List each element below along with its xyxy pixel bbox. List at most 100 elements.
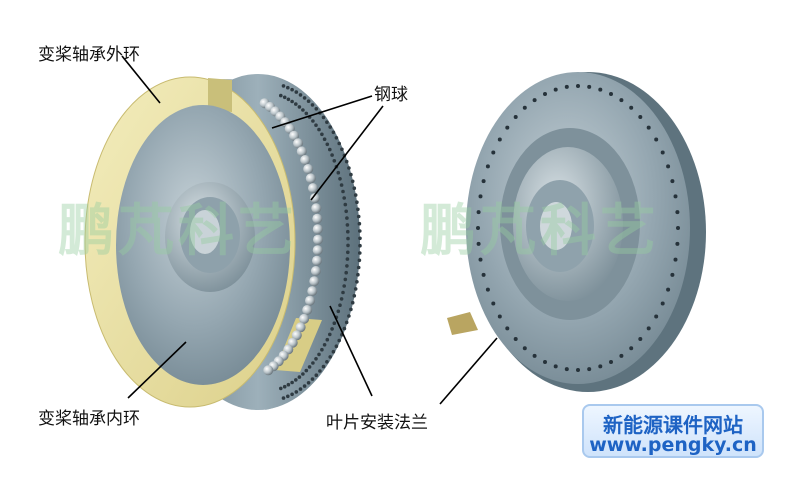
- bolt-hole: [330, 327, 334, 331]
- steel-ball: [312, 213, 323, 224]
- bolt-hole: [654, 137, 659, 142]
- bolt-hole: [343, 277, 348, 282]
- steel-balls: [259, 98, 323, 376]
- bolt-hole: [302, 96, 307, 100]
- bolt-hole: [294, 102, 298, 106]
- bolt-hole: [675, 241, 680, 246]
- bolt-hole: [353, 193, 358, 197]
- bolt-hole: [290, 392, 294, 397]
- bolt-hole: [522, 346, 527, 351]
- bolt-hole: [564, 84, 569, 89]
- bolt-hole: [476, 241, 481, 246]
- bolt-hole: [306, 381, 311, 385]
- bolt-hole: [349, 307, 353, 312]
- bolt-hole: [346, 236, 350, 241]
- left-bearing: [84, 74, 362, 411]
- bolt-hole: [344, 159, 349, 164]
- bolt-hole: [328, 332, 332, 337]
- steel-ball: [309, 276, 320, 287]
- bolt-hole: [314, 357, 318, 361]
- bolt-hole: [347, 314, 351, 318]
- bolt-hole: [322, 343, 327, 347]
- steel-ball: [313, 234, 323, 245]
- bolt-hole: [322, 137, 327, 141]
- bolt-hole: [356, 214, 361, 219]
- steel-ball: [312, 245, 323, 256]
- bolt-hole: [522, 105, 527, 110]
- bolt-hole: [286, 382, 291, 387]
- blade-tab: [447, 312, 478, 335]
- steel-ball: [300, 155, 311, 165]
- bolt-hole: [298, 93, 303, 97]
- bolt-hole: [318, 369, 322, 373]
- bolt-hole: [301, 108, 305, 112]
- bolt-hole: [321, 364, 326, 369]
- bolt-hole: [675, 210, 680, 215]
- bolt-hole: [344, 320, 349, 325]
- leader-lines: [121, 55, 498, 405]
- leader-flange-2: [439, 337, 498, 405]
- badge-title: 新能源课件网站: [603, 413, 743, 437]
- label-flange: 叶片安装法兰: [326, 413, 428, 433]
- bolt-hole: [347, 166, 351, 170]
- bolt-hole: [290, 87, 294, 92]
- bolt-hole: [306, 99, 311, 103]
- bolt-hole: [339, 297, 344, 301]
- bolt-hole: [301, 372, 305, 376]
- bolt-hole: [325, 360, 329, 364]
- bolt-hole: [286, 85, 290, 90]
- bolt-hole: [332, 321, 337, 326]
- bolt-hole: [297, 375, 302, 379]
- bolt-hole: [666, 164, 671, 169]
- bolt-hole: [341, 189, 345, 194]
- steel-ball: [263, 365, 274, 376]
- bolt-hole: [328, 125, 333, 129]
- bolt-hole: [355, 200, 359, 204]
- bolt-hole: [564, 367, 569, 372]
- bolt-hole: [355, 280, 359, 284]
- bolt-hole: [297, 105, 302, 109]
- bolt-hole: [513, 115, 518, 119]
- bolt-hole: [478, 257, 483, 262]
- bolt-hole: [279, 93, 283, 98]
- bolt-hole: [532, 98, 537, 103]
- bolt-hole: [646, 125, 651, 130]
- bolt-hole: [345, 257, 350, 261]
- bolt-hole: [576, 368, 580, 372]
- bolt-hole: [609, 92, 613, 96]
- bolt-hole: [670, 179, 675, 184]
- bolt-hole: [346, 250, 350, 255]
- bolt-hole: [629, 105, 634, 110]
- watermark-left: 鹏芃科艺: [58, 199, 298, 264]
- badge-url: www.pengky.cn: [589, 434, 757, 456]
- bolt-hole: [513, 337, 518, 341]
- bolt-hole: [485, 164, 490, 169]
- bolt-hole: [497, 137, 502, 142]
- flange-bolt-holes-right: [476, 84, 680, 372]
- bolt-hole: [353, 287, 358, 291]
- bolt-hole: [491, 301, 496, 306]
- bolt-hole: [290, 380, 294, 385]
- bolt-hole: [314, 373, 319, 378]
- bolt-hole: [476, 226, 480, 230]
- steel-ball: [308, 183, 318, 194]
- leader-ball-1: [271, 95, 373, 129]
- bolt-hole: [294, 378, 298, 382]
- bolt-hole: [279, 386, 283, 391]
- steel-ball: [293, 138, 304, 149]
- steel-ball: [291, 330, 302, 341]
- bolt-hole: [553, 364, 558, 369]
- bolt-hole: [476, 210, 481, 215]
- bolt-hole: [307, 365, 312, 369]
- bolt-hole: [317, 352, 321, 357]
- bolt-hole: [358, 236, 362, 241]
- bolt-hole: [325, 142, 330, 147]
- bolt-hole: [342, 326, 347, 331]
- bolt-hole: [491, 150, 496, 155]
- bolt-hole: [328, 147, 332, 152]
- steel-ball: [295, 322, 306, 333]
- bolt-hole: [357, 258, 362, 263]
- leader-outer-ring: [121, 55, 161, 104]
- steel-ball: [302, 305, 313, 315]
